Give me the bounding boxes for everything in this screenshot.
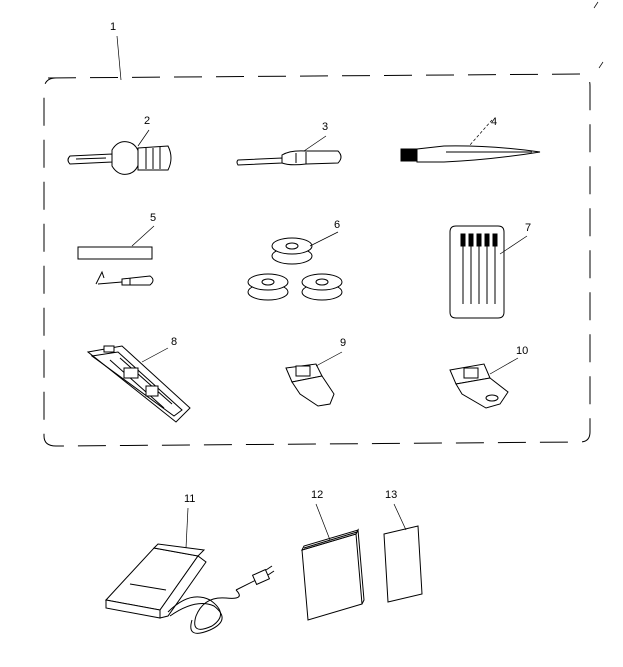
callout-4: 4 <box>491 116 497 128</box>
leader-8 <box>141 347 169 363</box>
callout-5: 5 <box>150 212 156 224</box>
callout-6: 6 <box>334 219 340 231</box>
leader-3 <box>303 135 327 152</box>
callout-8: 8 <box>171 336 177 348</box>
leader-10 <box>489 357 519 375</box>
general-purpose-foot-icon <box>449 357 519 409</box>
callout-1: 1 <box>110 21 116 33</box>
bobbin-right <box>301 273 343 301</box>
callout-10: 10 <box>516 345 528 357</box>
small-screwdriver-icon <box>236 135 342 166</box>
callout-7: 7 <box>525 222 531 234</box>
callout-12: 12 <box>311 489 323 501</box>
callout-2: 2 <box>144 115 150 127</box>
bobbins-icon <box>247 231 343 301</box>
leader-1 <box>116 35 122 81</box>
callout-3: 3 <box>322 121 328 133</box>
instruction-book-icon <box>301 503 365 621</box>
bobbin-top <box>271 237 313 265</box>
needle-pack-icon <box>449 225 528 319</box>
callout-9: 9 <box>340 337 346 349</box>
leader-12 <box>315 503 331 541</box>
bobbin-left <box>247 273 289 301</box>
zipper-foot-icon <box>285 351 343 407</box>
accessory-kit-outline <box>43 1 604 447</box>
callout-11: 11 <box>184 493 195 505</box>
parts-list-card-icon <box>383 503 423 603</box>
leader-13 <box>393 503 407 531</box>
leader-2 <box>137 129 150 147</box>
leader-6 <box>309 231 339 247</box>
leader-7 <box>499 235 528 255</box>
leader-5 <box>131 225 155 247</box>
foot-controller-icon <box>105 507 275 634</box>
leader-4 <box>469 119 493 146</box>
seam-ripper-icon <box>77 225 155 286</box>
leader-9 <box>315 351 343 367</box>
lint-brush-icon <box>400 119 541 163</box>
callout-13: 13 <box>385 489 397 501</box>
large-screwdriver-icon <box>67 129 172 175</box>
leader-11 <box>185 507 189 549</box>
buttonhole-foot-icon <box>86 345 191 423</box>
